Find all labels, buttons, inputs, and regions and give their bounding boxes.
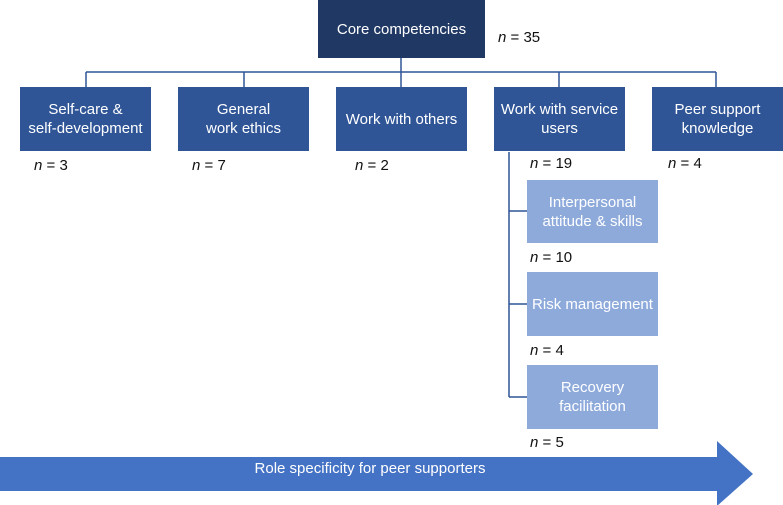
role-specificity-arrow xyxy=(0,441,753,505)
role-specificity-label: Role specificity for peer supporters xyxy=(254,460,486,477)
subcategory-label: Risk management xyxy=(532,295,653,313)
category-work-with-service-users: Work with service users xyxy=(494,87,625,151)
category-label: Work with service users xyxy=(500,101,619,137)
category-count: n = 4 xyxy=(668,155,702,172)
category-label: Work with others xyxy=(345,110,458,128)
subcategory-label: Interpersonal attitude & skills xyxy=(542,193,643,230)
category-label: General work ethics xyxy=(205,101,282,137)
category-self-care: Self-care & self-development xyxy=(20,87,151,151)
category-count: n = 19 xyxy=(530,155,573,172)
category-general-work-ethics: General work ethics xyxy=(178,87,309,151)
subcategory-label: Recovery facilitation xyxy=(559,379,626,415)
core-competencies-count: n = 35 xyxy=(498,29,541,46)
category-count: n = 3 xyxy=(34,157,68,174)
subcategory-recovery-facilitation: Recovery facilitation xyxy=(527,365,658,429)
category-count: n = 2 xyxy=(355,157,389,174)
category-peer-support-knowledge: Peer support knowledge xyxy=(652,87,783,151)
category-label: Self-care & self-development xyxy=(28,101,143,137)
subcategory-count: n = 10 xyxy=(530,249,573,266)
core-competencies-box: Core competencies xyxy=(318,0,485,58)
category-work-with-others: Work with others xyxy=(336,87,467,151)
subcategory-count: n = 5 xyxy=(530,434,564,451)
category-count: n = 7 xyxy=(192,157,226,174)
subcategory-interpersonal-attitude: Interpersonal attitude & skills xyxy=(527,180,658,243)
subcategory-risk-management: Risk management xyxy=(527,272,658,336)
core-competencies-label: Core competencies xyxy=(336,20,467,38)
subcategory-count: n = 4 xyxy=(530,342,564,359)
category-label: Peer support knowledge xyxy=(674,101,761,137)
